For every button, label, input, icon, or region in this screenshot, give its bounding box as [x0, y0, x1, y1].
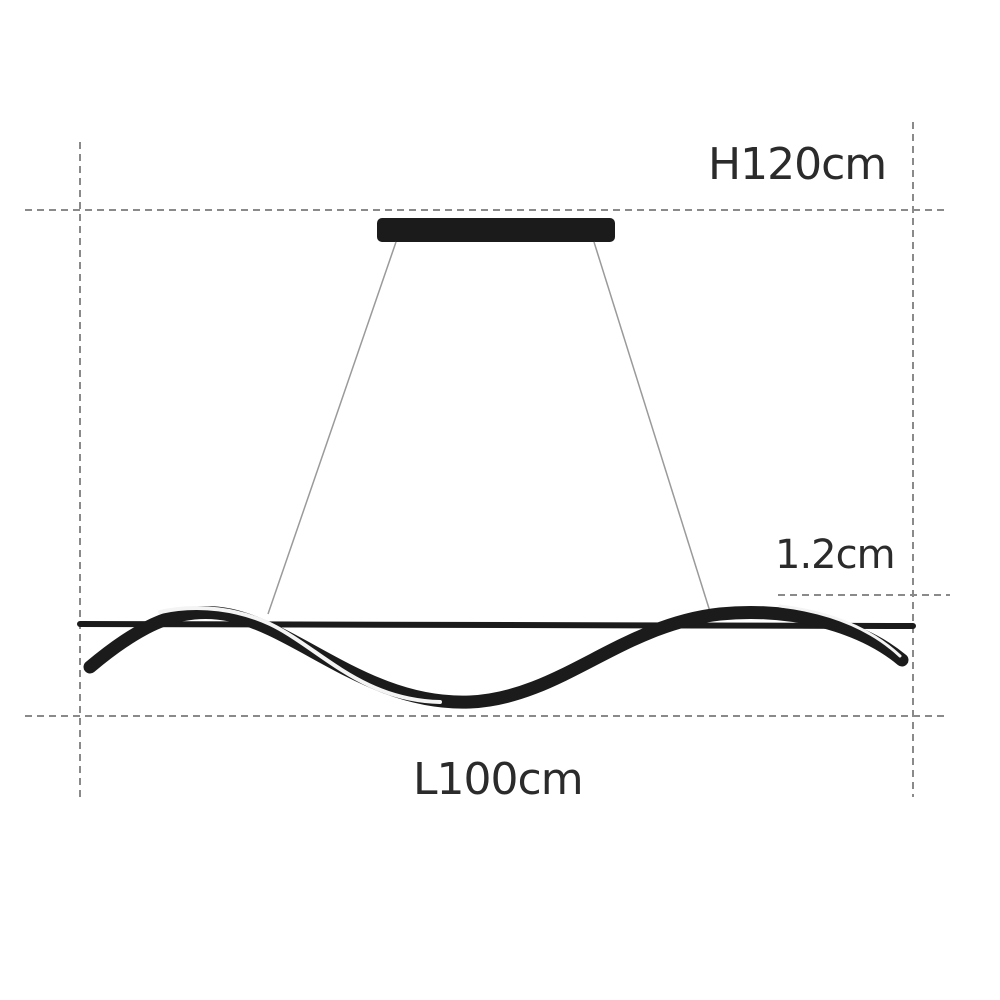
left-wire [267, 241, 397, 615]
dimension-guides [25, 122, 950, 802]
height-dimension-label: H120cm [708, 139, 887, 190]
ceiling-canopy [377, 218, 615, 242]
suspension-wires [267, 241, 713, 619]
wave-led-strip [158, 606, 442, 704]
straight-bar [77, 621, 916, 629]
wave-light-body [83, 604, 909, 709]
thickness-dimension-label: 1.2cm [775, 532, 896, 578]
wave-body [83, 605, 909, 709]
right-wire [593, 241, 713, 619]
wave-led-strip-right [778, 604, 902, 658]
length-dimension-label: L100cm [413, 754, 584, 805]
